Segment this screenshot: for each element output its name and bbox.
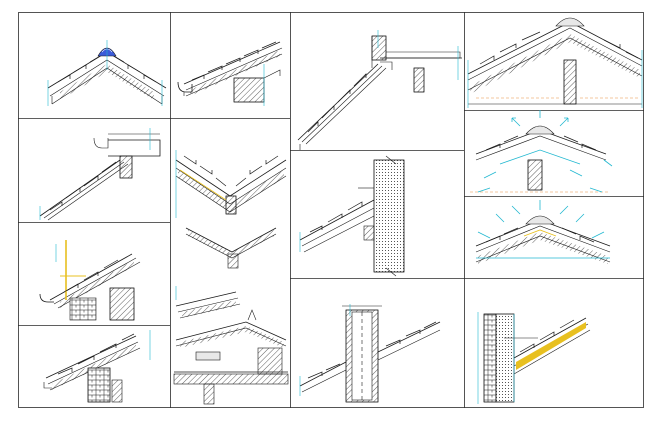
panel-valley-and-hip-stack (173, 227, 289, 405)
panel-ridge-vent-airflow (470, 110, 613, 193)
panel-parapet-wall-abutment (297, 30, 462, 150)
panel-ridge-ventilated-apex (47, 40, 167, 106)
panel-ridge-truss-section (467, 17, 643, 108)
panel-wall-insulation-junction (477, 312, 591, 404)
panel-wall-abutment-section (299, 155, 405, 277)
sheet-frame (18, 12, 644, 408)
panel-eave-gutter-flat-overhang (39, 128, 161, 221)
panel-ridge-vent-insulated (475, 200, 611, 264)
panel-eave-brick-wall (43, 330, 151, 403)
panel-valley-detail (175, 150, 287, 218)
panel-eave-gutter-fascia (177, 41, 283, 106)
panel-chimney-penetration (299, 304, 441, 403)
panel-eave-scaffold-bracket (39, 240, 141, 321)
